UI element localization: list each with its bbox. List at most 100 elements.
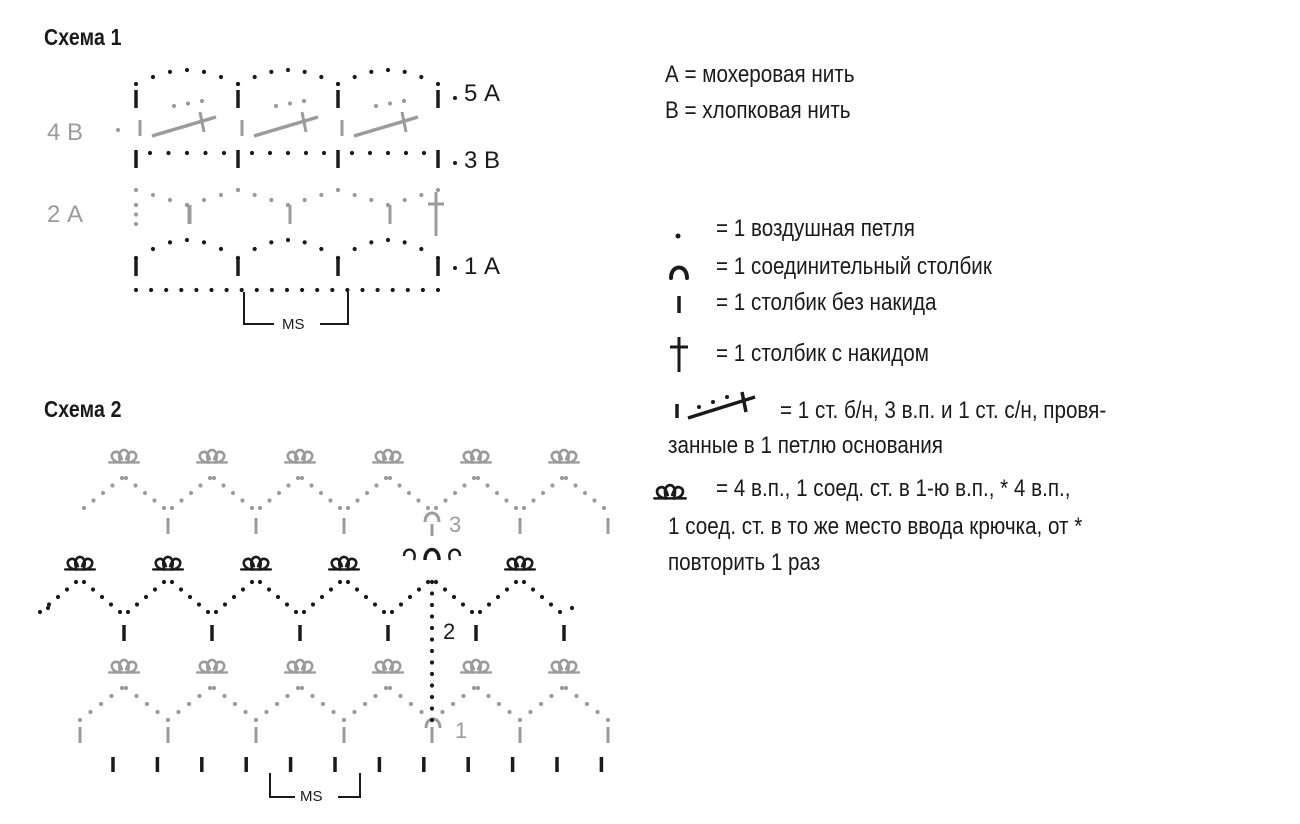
chain-dot [469, 609, 475, 615]
chain-dot [475, 685, 481, 691]
double-crochet-icon [670, 337, 688, 372]
chain-dot [152, 587, 158, 592]
chain-dot [179, 498, 184, 503]
chain-dot [605, 717, 611, 723]
chain-dot [169, 579, 175, 585]
chain-dot [385, 67, 391, 73]
chain-dot [285, 67, 291, 73]
chain-dot [387, 101, 393, 106]
chain-dot [521, 505, 527, 511]
chain-dot [337, 579, 343, 585]
legend-picot-text-1: = 4 в.п., 1 соед. ст. в 1-ю в.п., * 4 в.… [716, 475, 1071, 502]
chain-dot [433, 579, 439, 585]
chain-dot [402, 69, 407, 74]
stitch-group [253, 115, 319, 138]
chain-dot [330, 287, 335, 293]
scheme2-chart [37, 448, 611, 772]
scheme2-title: Схема 2 [44, 396, 122, 422]
chain-dot [254, 287, 259, 293]
chain-dot [318, 490, 324, 496]
chain-dot [319, 594, 325, 600]
chain-dot [231, 594, 237, 600]
chain-dot [435, 81, 441, 87]
picot-half [402, 548, 416, 561]
chain-dot [367, 150, 373, 156]
chain-dot [184, 150, 190, 156]
chain-dot [582, 490, 588, 496]
chain-dot [218, 192, 224, 198]
chain-dot [235, 81, 241, 87]
chain-dot [429, 614, 435, 619]
picot-icon [107, 448, 141, 464]
chain-dot [429, 602, 435, 608]
chain-dot [90, 587, 96, 592]
chain-dot [513, 579, 519, 585]
chain-dot [362, 701, 368, 707]
chain-dot [398, 693, 403, 699]
chain-dot [301, 609, 307, 615]
chain-dot [176, 709, 181, 715]
slip-stitch [423, 547, 441, 561]
chain-dot [252, 246, 257, 252]
chain-dot [352, 74, 357, 80]
chain-dot [559, 685, 565, 691]
slip-stitch [423, 511, 441, 523]
chain-dot [64, 587, 70, 592]
chain-dot [221, 483, 226, 488]
chain-dot [328, 498, 333, 503]
chain-dot [269, 197, 274, 203]
chain-dot [349, 150, 355, 156]
chain-dot [161, 579, 167, 585]
chain-dot [211, 685, 217, 691]
chain-dot [419, 246, 424, 252]
chain-dot [134, 693, 139, 699]
picot-icon [283, 448, 317, 464]
chain-dot [531, 498, 536, 503]
chain-dot [167, 197, 173, 203]
chain-dot [335, 81, 341, 87]
chain-dot [230, 490, 236, 496]
chain-dot [150, 192, 156, 198]
chain-dot [201, 69, 207, 74]
chain-dot [257, 505, 263, 511]
chain-dot [249, 579, 255, 585]
chain-dot [435, 287, 441, 293]
chain-dot [563, 475, 569, 481]
picot-icon [371, 658, 405, 674]
chain-dot [187, 594, 193, 600]
chain-dot [425, 579, 431, 585]
legend-picot-text-2: 1 соед. ст. в то же место ввода крючка, … [668, 513, 1083, 540]
chain-dot [133, 221, 139, 227]
chain-dot [213, 609, 219, 615]
chain-dot [149, 287, 154, 293]
chain-dot [504, 587, 510, 592]
chain-dot [199, 98, 205, 104]
chain-dot [243, 709, 248, 715]
chain-dot [385, 150, 391, 156]
chain-dot [152, 498, 157, 503]
yarn-b-text: В = хлопковая нить [665, 97, 851, 124]
scheme2-row-label-3: 3 [449, 512, 462, 537]
chain-dot [133, 202, 139, 208]
chain-dot [507, 709, 512, 715]
chain-dot [355, 498, 360, 503]
chain-dot [496, 701, 502, 707]
chain-dot [179, 287, 184, 293]
chain-dot [387, 685, 393, 691]
chain-dot [249, 505, 255, 511]
chain-dot [319, 74, 324, 80]
chain-dot [99, 594, 105, 600]
chain-dot [222, 693, 227, 699]
chain-dot [407, 594, 413, 600]
chain-dot [81, 579, 87, 585]
chain-dot [398, 602, 404, 607]
chain-dot [419, 74, 424, 80]
chain-dot [249, 150, 255, 156]
scheme2-row-label-1: 1 [455, 718, 468, 743]
chain-dot [186, 701, 192, 707]
chain-dot [429, 648, 435, 654]
picot-icon [239, 555, 273, 571]
chain-dot [408, 701, 414, 707]
chain-dot [240, 498, 245, 503]
chain-dot [167, 240, 173, 245]
